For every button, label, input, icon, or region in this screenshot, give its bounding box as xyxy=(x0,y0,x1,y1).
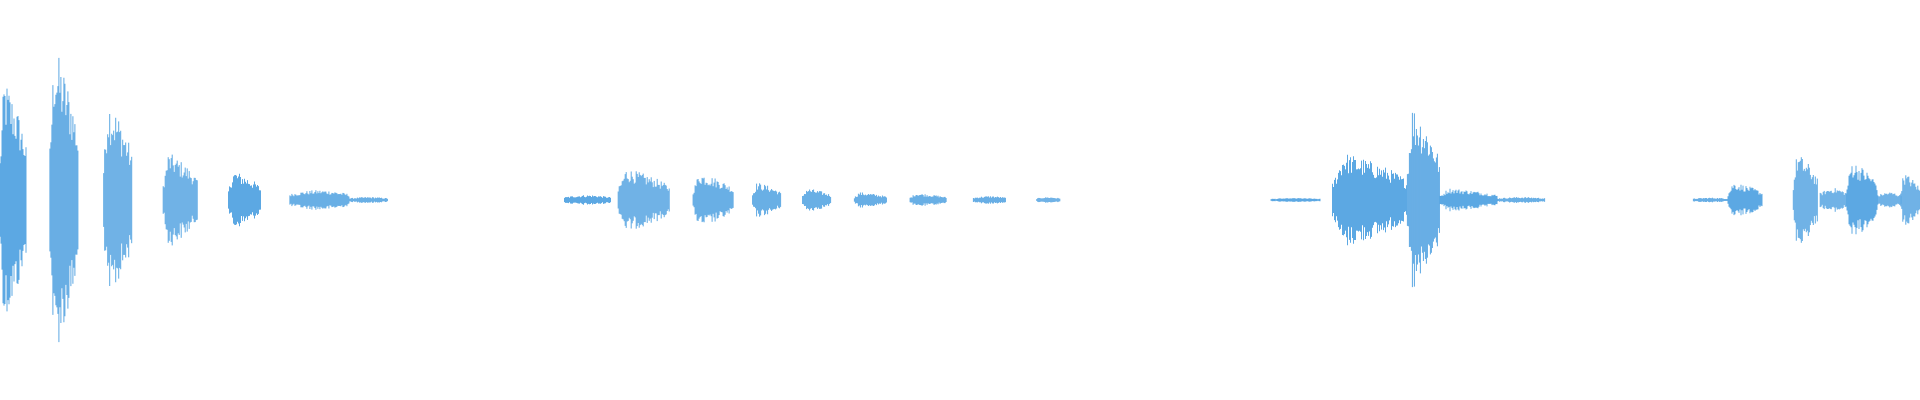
waveform-segment xyxy=(0,88,27,312)
waveform-segment xyxy=(1877,192,1902,208)
waveform-segment xyxy=(348,197,388,203)
waveform-segment xyxy=(289,190,350,210)
waveform-segment xyxy=(228,173,261,227)
waveform-segment xyxy=(1846,165,1878,235)
waveform-segment xyxy=(617,171,670,229)
waveform-segment xyxy=(1692,197,1728,203)
waveform-segment xyxy=(1036,197,1061,203)
waveform-segment xyxy=(1819,188,1847,212)
waveform-segment xyxy=(103,114,133,286)
waveform-segment xyxy=(1900,175,1920,225)
waveform-segment xyxy=(1270,198,1321,202)
waveform-segment xyxy=(1497,197,1546,203)
waveform-segment xyxy=(162,154,198,246)
waveform-segment xyxy=(972,196,1006,204)
waveform-segment xyxy=(1332,154,1407,246)
waveform-segment xyxy=(802,189,832,211)
waveform-segment xyxy=(1727,184,1763,216)
waveform-segment xyxy=(564,195,611,205)
waveform-segment xyxy=(49,57,79,343)
waveform-segment xyxy=(1406,112,1440,288)
waveform-segment xyxy=(1439,188,1498,212)
waveform-segment xyxy=(1792,157,1818,243)
waveform-segment xyxy=(853,192,887,208)
waveform-bars xyxy=(0,57,1920,343)
waveform-segment xyxy=(692,177,734,223)
waveform-segment xyxy=(909,194,947,206)
waveform-segment xyxy=(752,183,782,217)
